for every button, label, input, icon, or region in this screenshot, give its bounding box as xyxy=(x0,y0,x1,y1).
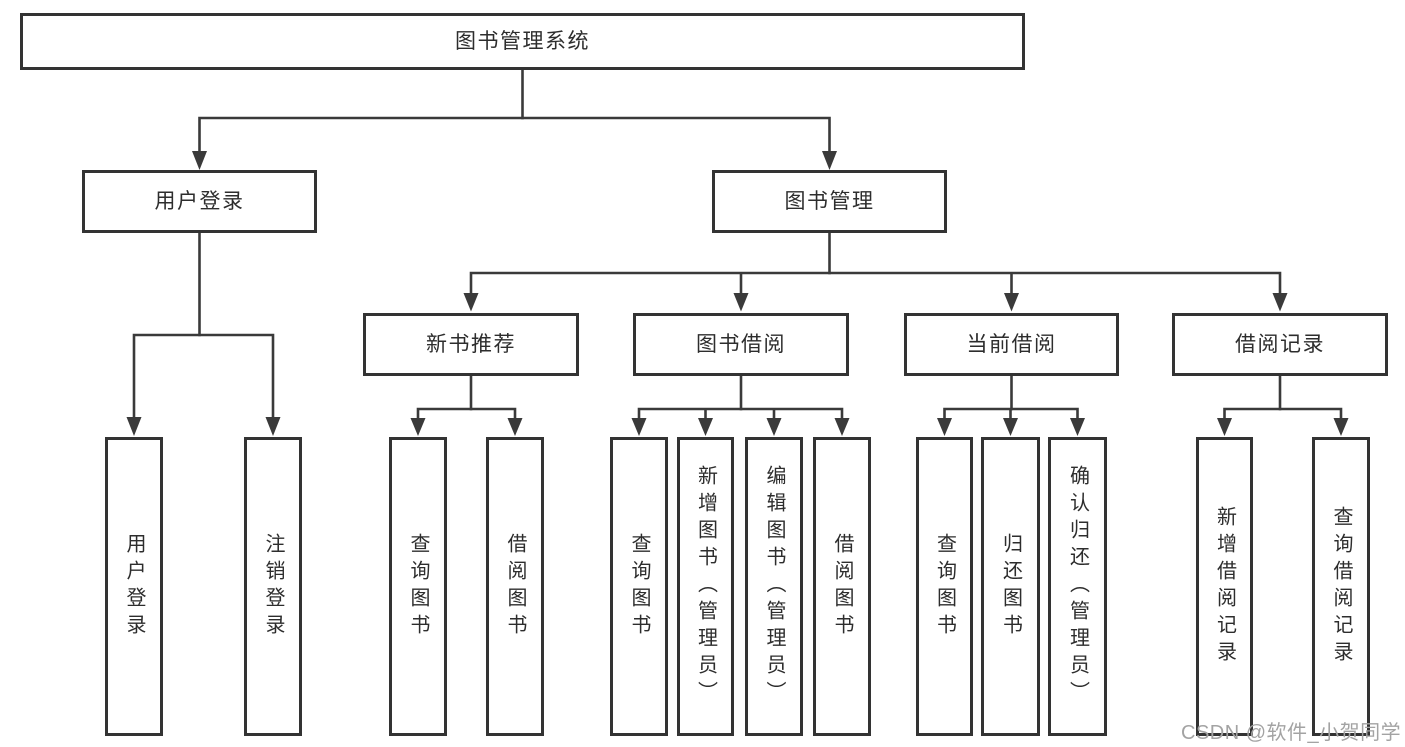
node-label: 新增图书（管理员） xyxy=(694,465,717,708)
node-label: 查询借阅记录 xyxy=(1330,505,1352,668)
node-label: 图书借阅 xyxy=(696,333,786,356)
node-label: 用户登录 xyxy=(154,190,245,213)
node-label: 查询图书 xyxy=(933,532,956,641)
node-current-borrow: 当前借阅 xyxy=(904,313,1119,376)
node-label: 当前借阅 xyxy=(966,333,1057,356)
node-new-book-recommend: 新书推荐 xyxy=(363,313,579,376)
leaf-nr-query-books: 查询图书 xyxy=(389,437,447,736)
node-label: 新书推荐 xyxy=(426,333,516,356)
node-borrow-records: 借阅记录 xyxy=(1172,313,1388,376)
node-label: 借阅记录 xyxy=(1235,333,1325,356)
node-label: 注销登录 xyxy=(262,532,284,641)
leaf-bb-borrow-books: 借阅图书 xyxy=(813,437,871,736)
leaf-user-login: 用户登录 xyxy=(105,437,163,736)
node-book-management: 图书管理 xyxy=(712,170,947,233)
node-label: 图书管理系统 xyxy=(455,30,590,53)
node-user-login: 用户登录 xyxy=(82,170,317,233)
leaf-logout-login: 注销登录 xyxy=(244,437,302,736)
leaf-br-query-borrow-record: 查询借阅记录 xyxy=(1312,437,1370,736)
node-book-borrow: 图书借阅 xyxy=(633,313,849,376)
leaf-br-add-borrow-record: 新增借阅记录 xyxy=(1196,437,1253,736)
node-label: 新增借阅记录 xyxy=(1213,505,1236,668)
node-label: 借阅图书 xyxy=(831,532,853,641)
node-label: 查询图书 xyxy=(628,532,650,641)
leaf-nr-borrow-books: 借阅图书 xyxy=(486,437,544,736)
leaf-cb-query-books: 查询图书 xyxy=(916,437,973,736)
arrowheads xyxy=(126,151,1349,436)
node-label: 用户登录 xyxy=(123,532,145,641)
csdn-watermark: CSDN @软件_小贺同学 xyxy=(1181,722,1402,744)
node-label: 归还图书 xyxy=(999,532,1022,641)
leaf-bb-query-books: 查询图书 xyxy=(610,437,668,736)
node-label: 借阅图书 xyxy=(504,532,526,641)
node-label: 查询图书 xyxy=(407,532,429,641)
leaf-cb-return-books: 归还图书 xyxy=(981,437,1040,736)
leaf-bb-edit-books-admin: 编辑图书（管理员） xyxy=(745,437,803,736)
leaf-bb-add-books-admin: 新增图书（管理员） xyxy=(677,437,734,736)
node-label: 图书管理 xyxy=(784,190,875,213)
node-library-management-system: 图书管理系统 xyxy=(20,13,1025,70)
node-label: 编辑图书（管理员） xyxy=(763,465,785,708)
leaf-cb-confirm-return-admin: 确认归还（管理员） xyxy=(1048,437,1107,736)
node-label: 确认归还（管理员） xyxy=(1066,465,1089,708)
